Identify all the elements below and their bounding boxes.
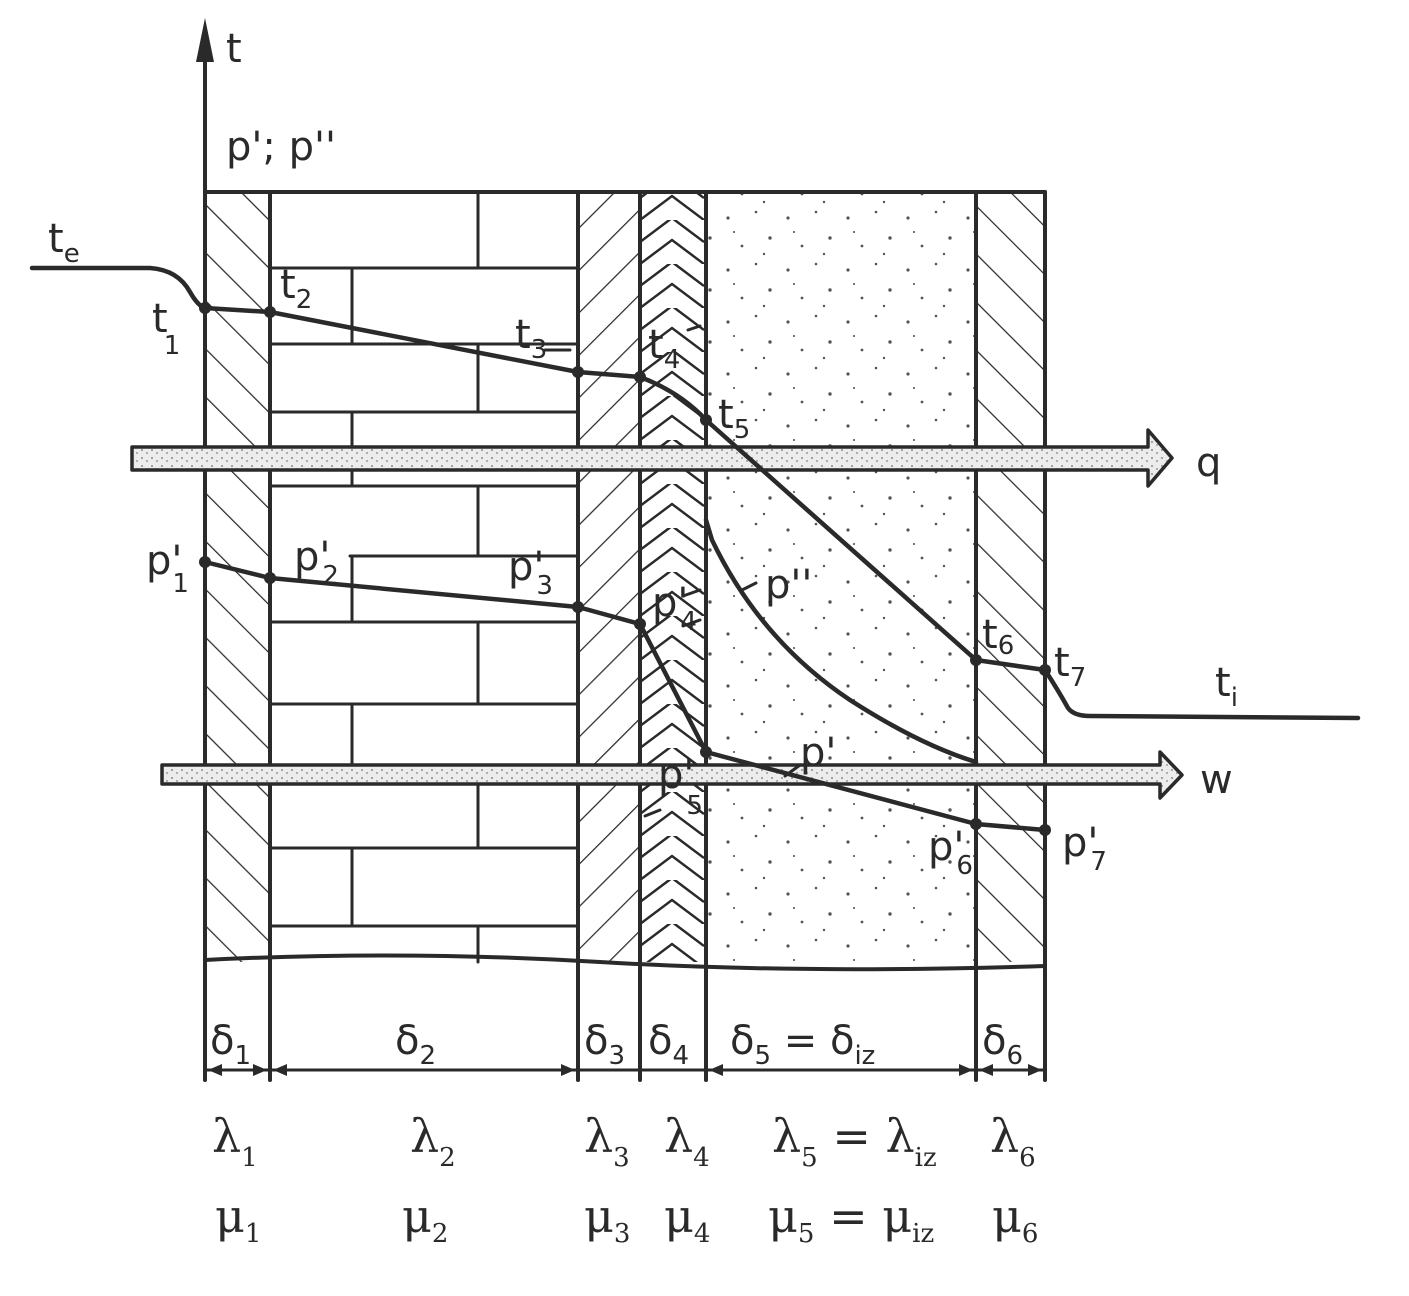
axis-t-label: t <box>226 26 242 72</box>
label-p5: p'5 <box>658 752 703 821</box>
label-p-sat-curve: p'' <box>765 562 812 608</box>
dimension-row: δ1 δ2 δ3 δ4 δ5 = δiz δ6 <box>203 1018 1047 1076</box>
temperature-profile <box>29 265 1361 721</box>
label-t3: t3 <box>515 312 547 365</box>
thickness-3: δ3 <box>584 1018 625 1071</box>
leader-lines <box>543 324 802 818</box>
label-t4: t4 <box>648 322 680 375</box>
label-p1: p'1 <box>146 538 189 599</box>
label-t2: t2 <box>280 262 312 315</box>
label-p3: p'3 <box>508 544 553 601</box>
layer-6-hatch <box>976 192 1045 962</box>
permeability-4: μ4 <box>664 1189 710 1249</box>
heat-flow-arrow: q <box>130 428 1221 488</box>
label-te: te <box>48 216 80 269</box>
label-t7: t7 <box>1054 640 1086 693</box>
layer-fills <box>205 192 1045 962</box>
label-t5: t5 <box>718 392 750 445</box>
axis-p-label: p'; p'' <box>226 124 336 170</box>
label-p-curve: p' <box>800 730 836 776</box>
conductivity-3: λ3 <box>584 1109 630 1173</box>
layer-5-insulation <box>706 192 976 962</box>
pressure-labels: p'1 p'2 p'3 p'4 p'5 p'6 p'7 p'' p' <box>146 534 1107 881</box>
label-p2: p'2 <box>294 534 339 591</box>
layer-3-hatch <box>578 192 640 962</box>
axis-arrowhead <box>196 18 214 62</box>
conductivity-1: λ1 <box>212 1109 258 1173</box>
conductivity-4: λ4 <box>664 1109 710 1173</box>
wall-outline <box>203 38 1047 1082</box>
permeability-5: μ5 = μiz <box>768 1189 934 1249</box>
permeability-6: μ6 <box>992 1189 1038 1249</box>
vapour-flow-label: w <box>1200 757 1233 803</box>
label-ti: ti <box>1215 660 1238 713</box>
permeability-1: μ1 <box>215 1189 261 1249</box>
permeability-row: μ1 μ2 μ3 μ4 μ5 = μiz μ6 <box>215 1189 1038 1249</box>
dimension-arrowheads <box>208 1064 1042 1076</box>
thickness-6: δ6 <box>982 1018 1023 1071</box>
layer-4-chevron <box>640 192 706 962</box>
conductivity-row: λ1 λ2 λ3 λ4 λ5 = λiz λ6 <box>212 1109 1036 1173</box>
thickness-4: δ4 <box>648 1018 689 1071</box>
conductivity-5: λ5 = λiz <box>772 1109 937 1173</box>
thickness-1: δ1 <box>210 1018 251 1071</box>
vapour-flow-arrow: w <box>160 750 1233 803</box>
thickness-2: δ2 <box>395 1018 436 1071</box>
permeability-3: μ3 <box>584 1189 630 1249</box>
label-p4: p'4 <box>652 580 697 637</box>
label-p6: p'6 <box>928 824 973 881</box>
conductivity-2: λ2 <box>410 1109 456 1173</box>
temperature-points <box>199 302 1051 676</box>
thickness-5: δ5 = δiz <box>730 1018 875 1071</box>
heat-flow-label: q <box>1196 440 1221 486</box>
permeability-2: μ2 <box>402 1189 448 1249</box>
label-p7: p'7 <box>1062 820 1107 877</box>
vertical-axis: t p'; p'' <box>196 18 336 170</box>
saturation-pressure-curve <box>703 517 979 765</box>
conductivity-6: λ6 <box>990 1109 1036 1173</box>
pressure-points <box>199 556 1051 836</box>
label-t6: t6 <box>982 612 1014 661</box>
